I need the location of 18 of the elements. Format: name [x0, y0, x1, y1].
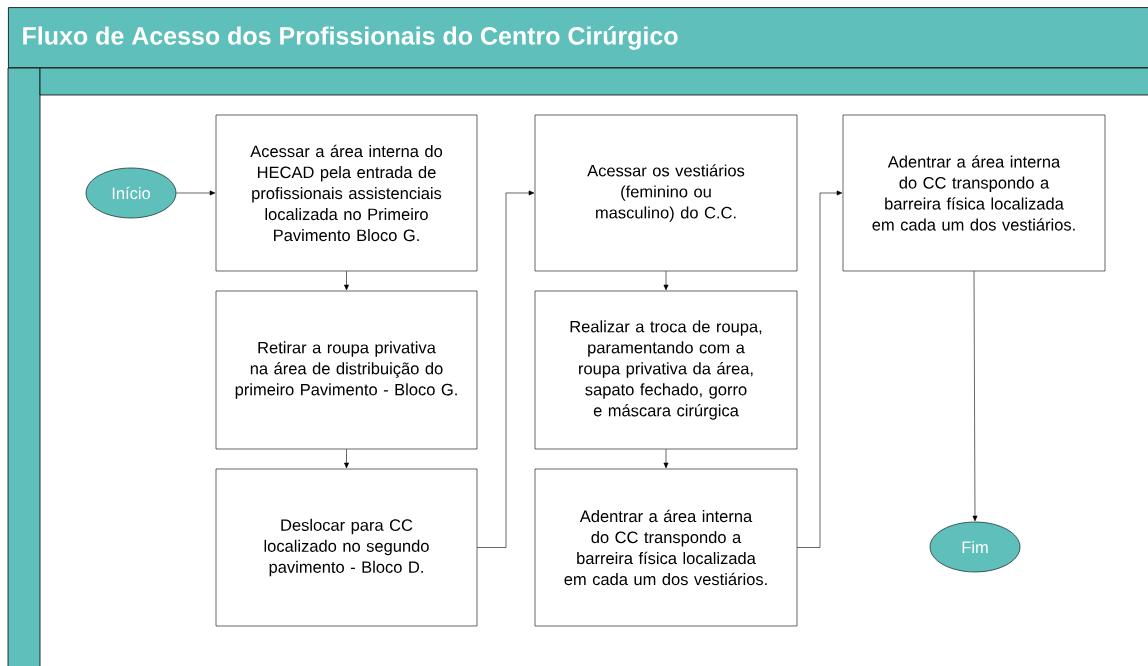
arrow [344, 449, 349, 469]
arrow [344, 271, 349, 291]
process-box: Realizar a troca de roupa, paramentando com a roupa privativa da área, sapato fechado, gorro e máscara cirúrgica [534, 290, 798, 450]
process-box: Adentrar a área interna do CC transpondo a barreira física localizada em cada um dos vestiários. [842, 114, 1106, 272]
arrow [663, 449, 669, 469]
terminal-oval: Início [85, 167, 177, 219]
arrow [477, 190, 535, 548]
process-box: Deslocar para CC localizado no segundo pavimento - Bloco D. [215, 468, 478, 627]
process-box: Adentrar a área interna do CC transpondo a barreira física localizada em cada um dos vestiários. [534, 468, 798, 627]
arrow [797, 190, 843, 548]
process-box: Acessar os vestiários (feminino ou masculino) do C.C. [534, 114, 798, 272]
arrow [176, 190, 216, 196]
arrow [972, 271, 978, 522]
terminal-oval: Fim [929, 521, 1021, 573]
process-box: Acessar a área interna do HECAD pela entrada de profissionais assistenciais localizada no Primeiro Pavimento Bloco G. [215, 114, 478, 272]
title: Fluxo de Acesso dos Profissionais do Centro Cirúrgico [23, 26, 678, 50]
process-box: Retirar a roupa privativa na área de distribuição do primeiro Pavimento - Bloco G. [215, 290, 478, 450]
arrow [663, 271, 669, 291]
